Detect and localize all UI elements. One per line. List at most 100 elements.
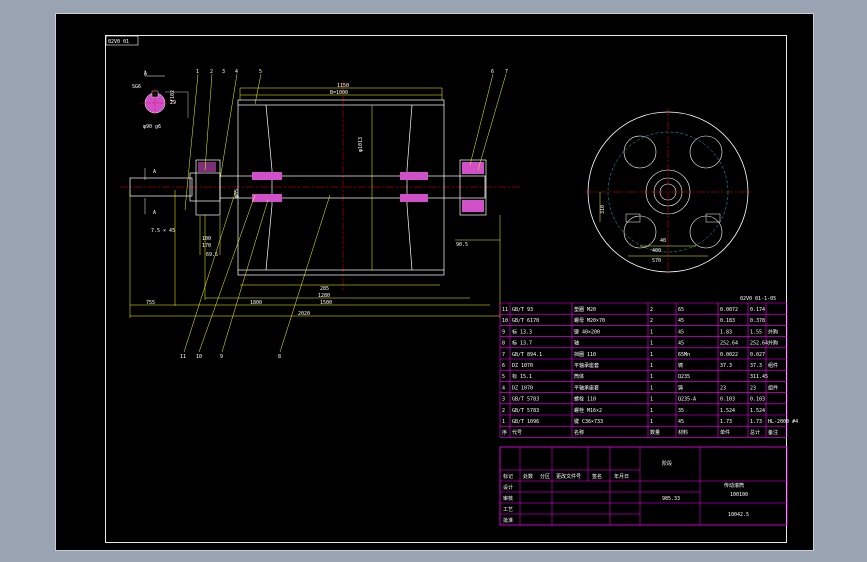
drawing-border [105, 35, 787, 543]
dim-1150: 1150 [337, 83, 349, 89]
key-side-dim: SG6 [132, 84, 141, 90]
bom-cell: GB/T 93 [512, 307, 533, 313]
tb-stage: 阶段 [662, 460, 672, 467]
bom-cell: 4 [502, 385, 505, 391]
bom-cell: 2 [502, 408, 505, 414]
bom-cell: 0.027 [750, 352, 765, 358]
key-section: A SG6 29 φ90 g6 [132, 70, 189, 130]
bom-cell: 0.0022 [720, 352, 738, 358]
bom-cell: 平轴承座套 [574, 384, 599, 391]
bom-cell: 铸 [678, 362, 683, 369]
tb-role-process: 工艺 [503, 507, 513, 513]
bom-cell: 螺栓 110 [574, 396, 596, 403]
tb-weight: 985.33 [662, 496, 680, 502]
bom-cell: 1 [650, 352, 653, 358]
callout-5: 5 [259, 69, 262, 75]
code-box-label: 02V0 01 [108, 39, 129, 45]
bom-cell: 1 [650, 385, 653, 391]
bom-cell: 1.73 [750, 419, 762, 425]
bom-header-cell: 序 [502, 429, 507, 436]
tb-product-name: 传动滚筒 [724, 482, 744, 489]
bom-cell: 10 [502, 318, 508, 324]
bom-cell: 1 [650, 397, 653, 403]
bom-cell: 组件 [768, 362, 778, 369]
title-block: 标记 处数 分区 更改文件号 签名 年月日 设计 审核 工艺 批准 阶段 985… [499, 446, 788, 526]
bom-cell: 铸 [678, 384, 683, 391]
drum-section: 1150 B=1000 φ1013 φ85 7.5 × 45 100 170 6… [120, 69, 520, 360]
bom-cell: 7 [502, 352, 505, 358]
dim-2020: 2020 [298, 311, 310, 317]
dim-100: 100 [202, 236, 211, 242]
bom-cell: 37.3 [750, 363, 762, 369]
bom-cell: 0.103 [720, 397, 735, 403]
dim-755: 755 [146, 300, 155, 306]
bom-cell: 1 [650, 374, 653, 380]
bom-cell: 65Mn [678, 352, 690, 358]
bom-cell: 1 [502, 419, 505, 425]
tb-product-code: 100100 [730, 492, 748, 498]
bom-cell: 311.45 [750, 374, 768, 380]
bom-cell: 1.83 [720, 329, 732, 335]
bom-cell: 0.103 [750, 397, 765, 403]
bom-cell: 2 [650, 318, 653, 324]
key-dia-dim: φ90 g6 [143, 124, 161, 130]
tb-role-approve: 批准 [503, 517, 513, 524]
bom-cell: 45 [678, 329, 684, 335]
bom-cell: 垫圈 M20 [574, 306, 596, 313]
dim-1280: 1280 [318, 293, 330, 299]
bom-header-cell: 名称 [574, 429, 584, 436]
bom-cell: 35 [678, 408, 684, 414]
tb-role-review: 审核 [503, 495, 513, 502]
bom-cell: 6 [502, 363, 505, 369]
bom-cell: 2 [650, 307, 653, 313]
view-a-bottom-mark: A [153, 210, 156, 216]
bom-cell: 252.64 [750, 341, 768, 347]
dim-285: 285 [320, 286, 329, 292]
bom-cell: 1.55 [750, 329, 762, 335]
bom-cell: 45 [678, 318, 684, 324]
dim-diameter: φ1013 [358, 137, 364, 152]
tb-drawing-no: 10042.5 [728, 512, 749, 518]
bom-cell: 252.64 [720, 341, 738, 347]
callout-7: 7 [505, 69, 508, 75]
bom-cell: 标 13.3 [512, 328, 532, 335]
tb-label-mark: 标记 [503, 473, 513, 480]
bom-cell: 标 15.1 [512, 373, 532, 380]
bom-cell: 3 [502, 397, 505, 403]
dim-1800: 1800 [250, 300, 262, 306]
dim-chamfer: 7.5 × 45 [151, 228, 175, 234]
bom-cell: 外购 [768, 340, 778, 347]
callout-9: 9 [220, 354, 223, 360]
bom-header-cell: 数量 [650, 429, 660, 436]
bom-cell: 1 [650, 363, 653, 369]
tb-label-count: 处数 [523, 473, 533, 480]
bom-cell: DZ 1070 [512, 385, 533, 391]
bom-cell: 37.3 [720, 363, 732, 369]
tb-label-change: 更改文件号 [556, 473, 581, 480]
bom-header-cell: 备注 [768, 429, 778, 436]
side-dim-310: 310 [600, 205, 606, 214]
tb-role-design: 设计 [503, 484, 513, 491]
tb-label-sign: 签名 [592, 473, 602, 480]
bom-cell: 轴 [574, 340, 579, 347]
callout-2: 2 [210, 69, 213, 75]
bom-header-cell: 材料 [678, 429, 688, 436]
bom-cell: 1.73 [720, 419, 732, 425]
bom-cell: 65 [678, 307, 684, 313]
bom-cell: GB/T 894.1 [512, 352, 542, 358]
bom-cell: 45 [678, 341, 684, 347]
bom-cell: 外购 [768, 328, 778, 335]
view-a-top-mark: A [153, 169, 156, 175]
bom-cell: 23 [750, 385, 756, 391]
bom-cell: 5 [502, 374, 505, 380]
callout-11: 11 [180, 354, 186, 360]
bom-cell: 11 [502, 307, 508, 313]
side-view: 400 570 310 40 [585, 108, 752, 275]
bom-cell: 0.0072 [720, 307, 738, 313]
bom-cell: 1.524 [720, 408, 735, 414]
view-mark-a: A [144, 71, 147, 77]
bom-cell: 1 [650, 419, 653, 425]
bom-cell: DZ 1070 [512, 363, 533, 369]
